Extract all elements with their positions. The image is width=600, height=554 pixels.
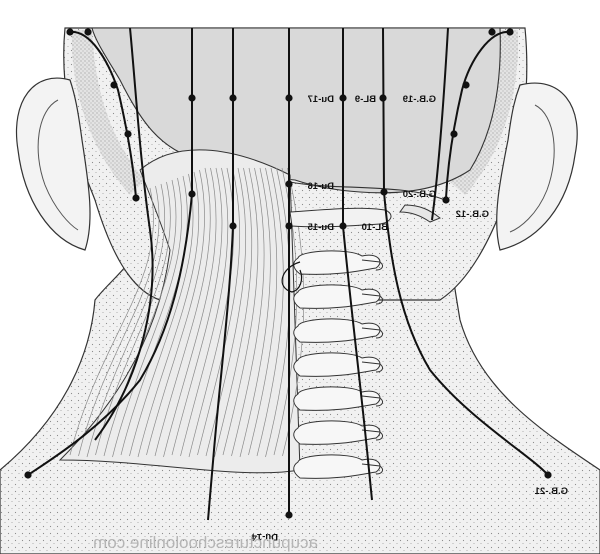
point-gb12-left xyxy=(132,194,140,202)
point-gb20 xyxy=(380,188,388,196)
muscle-fiber xyxy=(171,167,223,456)
point-head-right-3 xyxy=(462,81,470,89)
left-ear xyxy=(16,77,91,251)
label-gb12: G.B.-12 xyxy=(456,209,489,220)
bl-meridian-line-right xyxy=(342,28,373,501)
hairline-shadow xyxy=(71,30,145,195)
muscle-fiber xyxy=(129,173,194,457)
point-head-right-1 xyxy=(488,28,496,36)
watermark: acupunctureschoolonline.com xyxy=(93,533,318,552)
muscle-fiber xyxy=(163,167,217,458)
point-head-left-4 xyxy=(124,130,132,138)
point-du15 xyxy=(285,222,293,230)
vertebra-process xyxy=(361,463,384,475)
label-du15: Du-15 xyxy=(307,222,334,233)
label-du14: Du-14 xyxy=(251,531,278,542)
vertebra xyxy=(293,386,381,411)
point-gb20-left xyxy=(188,190,196,198)
gb-head-line-right xyxy=(445,30,511,199)
neck-muscle xyxy=(58,149,301,474)
point-gb21-left xyxy=(24,471,32,479)
muscle-fiber xyxy=(86,183,166,458)
gb-head-line-left xyxy=(69,30,137,199)
point-head-left-3 xyxy=(110,81,118,89)
gb-meridian-line-left xyxy=(27,28,193,476)
muscle-fiber xyxy=(137,171,200,458)
vertebra xyxy=(293,318,381,343)
meridian-lines xyxy=(27,27,549,521)
mastoid-process xyxy=(399,204,441,223)
vertebra-process xyxy=(361,327,384,339)
vertebra xyxy=(293,284,381,309)
point-head-left-2 xyxy=(84,28,92,36)
vertebra-process xyxy=(361,429,384,441)
point-bl10-left xyxy=(229,222,237,230)
right-ear xyxy=(496,82,578,251)
muscle-fiber xyxy=(69,187,154,456)
point-bl10 xyxy=(339,222,347,230)
point-du14 xyxy=(285,511,293,519)
muscle-fiber xyxy=(239,167,271,458)
muscle-fiber xyxy=(214,167,253,458)
vertebra-process xyxy=(361,293,384,305)
cervical-vertebrae xyxy=(293,250,384,479)
gb-meridian-line-right xyxy=(382,27,549,476)
label-gb20: G.B.-20 xyxy=(403,189,436,200)
vertebra-process xyxy=(361,259,384,271)
atlas-bone xyxy=(289,207,392,228)
point-gb19-left xyxy=(188,94,196,102)
vertebra xyxy=(293,420,381,445)
vertebra-process xyxy=(361,395,384,407)
label-bl10: BL-10 xyxy=(362,222,388,233)
muscle-fiber xyxy=(78,185,160,457)
label-bl9: BL-9 xyxy=(355,94,376,105)
point-du17 xyxy=(285,94,293,102)
acupoints xyxy=(24,28,552,519)
label-du17: Du-17 xyxy=(308,94,334,105)
point-head-left-1 xyxy=(66,28,74,36)
point-head-right-2 xyxy=(506,28,514,36)
vertebra xyxy=(293,250,381,275)
label-gb19: G.B.-19 xyxy=(403,94,436,105)
left-ear-inner xyxy=(37,99,79,231)
muscle-fiber xyxy=(222,167,259,456)
point-bl9-left xyxy=(229,94,237,102)
point-bl9 xyxy=(339,94,347,102)
muscle-fiber xyxy=(120,175,188,456)
du-curve xyxy=(281,261,303,293)
hairline-shadow-right xyxy=(450,30,519,195)
label-du16: Du-16 xyxy=(308,181,334,192)
bl-meridian-line-left xyxy=(207,28,234,521)
muscle-fiber xyxy=(248,167,278,456)
muscle-fiber xyxy=(154,167,211,457)
occipital-ridge xyxy=(289,181,446,201)
point-gb21 xyxy=(544,471,552,479)
label-gb21: G.B.-21 xyxy=(534,486,568,497)
point-head-right-4 xyxy=(450,130,458,138)
muscle-fiber xyxy=(256,167,284,457)
vertebra-process xyxy=(361,361,384,373)
outer-line-left xyxy=(94,27,154,441)
outer-line-right xyxy=(431,27,449,221)
muscle-fibers xyxy=(69,167,305,458)
point-gb19 xyxy=(379,94,387,102)
point-gb12 xyxy=(442,196,450,204)
muscle-fiber xyxy=(180,167,229,457)
muscle-fiber xyxy=(197,167,240,456)
point-du16 xyxy=(285,180,293,188)
vertebra xyxy=(293,454,381,479)
muscle-fiber xyxy=(112,177,183,458)
muscle-fiber xyxy=(146,169,205,456)
point-labels: Du-17 BL-9 G.B.-19 Du-16 G.B.-20 G.B.-12… xyxy=(251,94,568,542)
muscle-fiber xyxy=(103,179,177,457)
muscle-fiber xyxy=(231,167,265,457)
right-ear-inner xyxy=(509,104,555,233)
